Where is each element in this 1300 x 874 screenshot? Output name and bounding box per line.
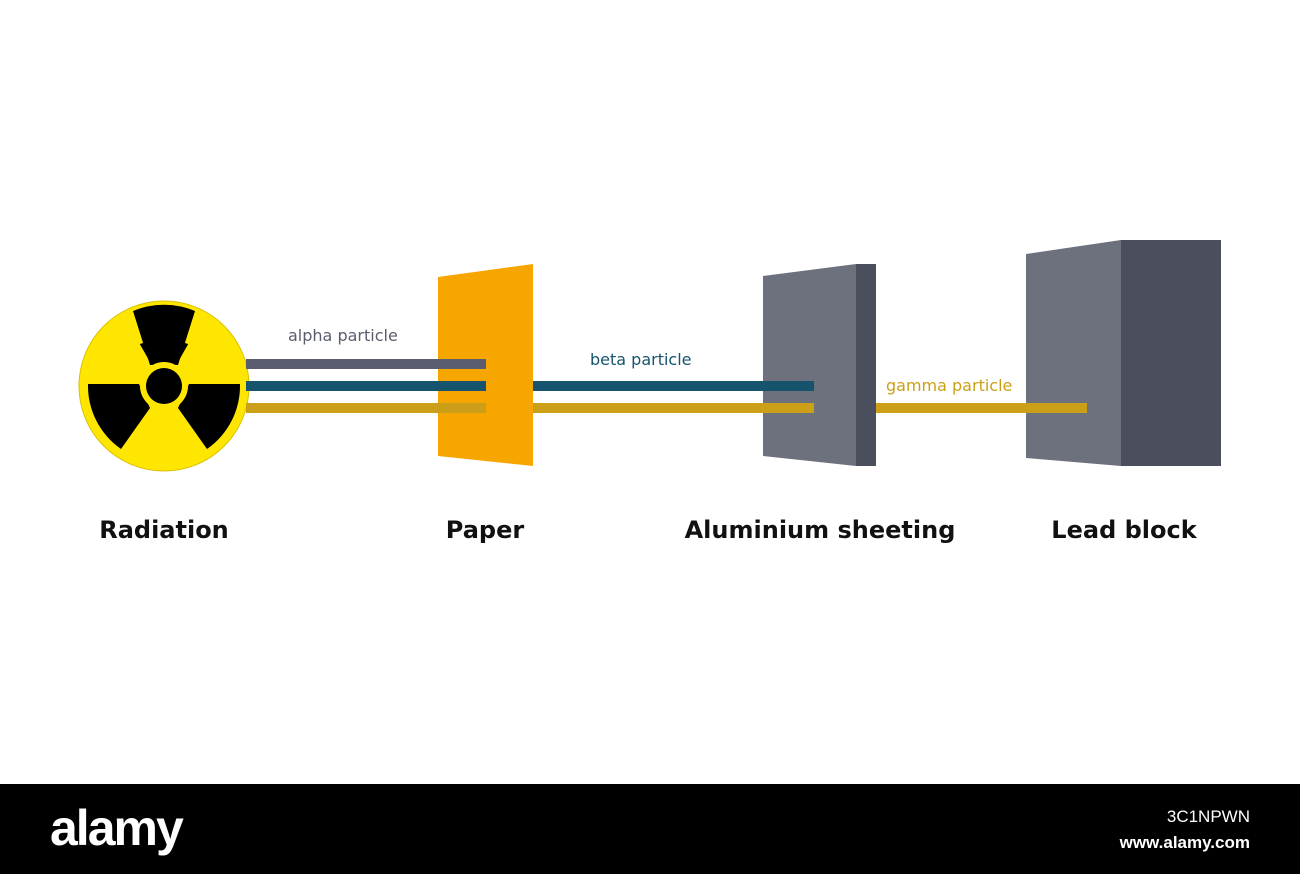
alpha-beam: [246, 359, 486, 369]
radiation-caption: Radiation: [99, 516, 229, 544]
aluminium-caption: Aluminium sheeting: [685, 516, 956, 544]
aluminium-sheet: [763, 264, 876, 466]
gamma-beam: [246, 403, 1087, 413]
alpha-particle-label: alpha particle: [288, 326, 398, 345]
site-url: www.alamy.com: [1119, 833, 1250, 852]
lead-block: [1026, 240, 1221, 466]
radiation-hazard-icon: [78, 300, 250, 472]
watermark-footer: alamy 3C1NPWN www.alamy.com: [0, 784, 1300, 874]
lead-caption: Lead block: [1051, 516, 1197, 544]
beta-particle-label: beta particle: [590, 350, 692, 369]
diagram-canvas: alpha particle beta particle gamma parti…: [78, 240, 1221, 544]
alamy-logo: alamy: [50, 800, 184, 856]
paper-caption: Paper: [446, 516, 525, 544]
gamma-particle-label: gamma particle: [886, 376, 1012, 395]
image-id: 3C1NPWN: [1166, 807, 1250, 826]
